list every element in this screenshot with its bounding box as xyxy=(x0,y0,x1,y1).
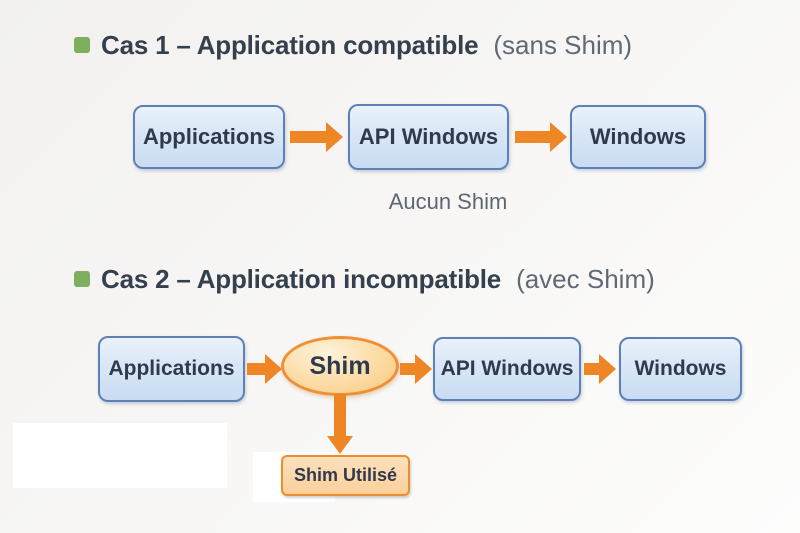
arrow-head xyxy=(327,436,353,454)
arrow-stem xyxy=(334,394,346,436)
arrow-head xyxy=(415,354,432,384)
arrow-stem xyxy=(400,363,417,375)
arrow-head xyxy=(265,354,282,384)
section2-title-text: Cas 2 – Application incompatible xyxy=(101,263,502,294)
node-applications-case2: Applications xyxy=(98,336,245,402)
arrow-head xyxy=(326,122,343,152)
node-api-windows-case1: API Windows xyxy=(348,104,509,170)
arrow-head xyxy=(550,122,567,152)
node-api-windows-case2: API Windows xyxy=(433,337,581,401)
arrow-stem xyxy=(515,131,552,143)
node-windows-case2: Windows xyxy=(619,337,742,401)
section2-title: Cas 2 – Application incompatible (avec S… xyxy=(74,263,655,294)
flow-arrow-icon xyxy=(290,122,343,152)
node-windows-case1: Windows xyxy=(570,105,706,169)
arrow-stem xyxy=(584,363,601,375)
white-patch xyxy=(13,423,227,488)
section1-title: Cas 1 – Application compatible (sans Shi… xyxy=(74,29,633,60)
caption-aucun-shim: Aucun Shim xyxy=(388,189,508,214)
arrow-stem xyxy=(247,363,267,375)
shim-used-box: Shim Utilisé xyxy=(281,455,410,496)
flow-arrow-icon xyxy=(584,354,616,384)
arrow-stem xyxy=(290,131,328,143)
flow-arrow-icon xyxy=(400,354,432,384)
node-applications-case1: Applications xyxy=(133,105,285,169)
node-shim-ellipse: Shim xyxy=(281,336,399,396)
flow-arrow-icon xyxy=(515,122,567,152)
section1-title-note: (sans Shim) xyxy=(493,29,633,60)
bullet-square-icon xyxy=(74,271,90,287)
arrow-head xyxy=(599,354,616,384)
flow-arrow-icon xyxy=(247,354,282,384)
bullet-square-icon xyxy=(74,37,90,53)
section1-title-text: Cas 1 – Application compatible xyxy=(101,29,479,60)
section2-title-note: (avec Shim) xyxy=(516,263,655,294)
